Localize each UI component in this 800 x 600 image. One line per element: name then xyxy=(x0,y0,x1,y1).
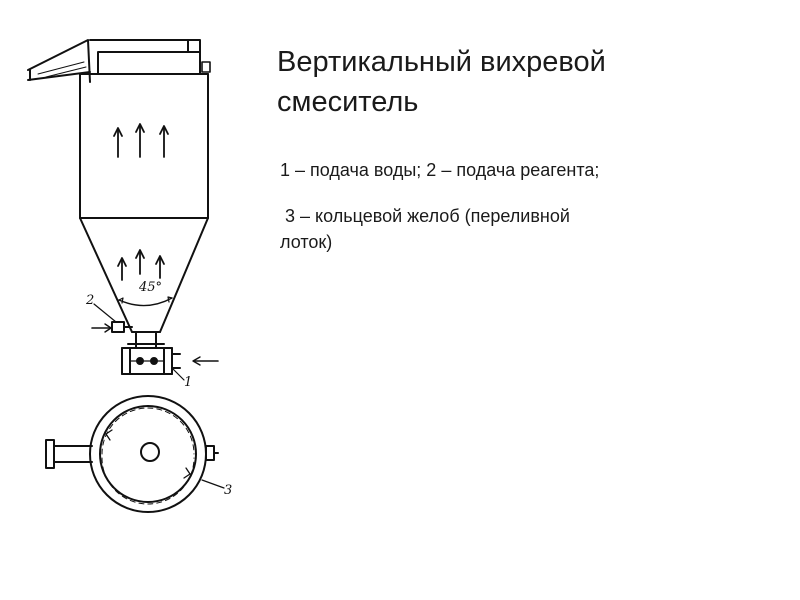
cylinder-body xyxy=(79,73,209,219)
callout-1: 1 xyxy=(184,375,192,390)
slide-title: Вертикальный вихревой смеситель xyxy=(277,42,777,122)
top-ring-trough xyxy=(79,39,211,75)
callout-3: 3 xyxy=(224,483,232,498)
legend-line-1: 1 – подача воды; 2 – подача реагента; xyxy=(280,160,600,180)
vortex-mixer-drawing: 45° 2 1 3 xyxy=(27,39,232,513)
slide-title-line-2: смеситель xyxy=(277,86,419,118)
upflow-arrows xyxy=(113,123,169,158)
angle-mark xyxy=(118,296,173,307)
plan-view-ring xyxy=(45,395,225,513)
legend-line-2b: лоток) xyxy=(280,232,333,252)
legend-line-2: 3 – кольцевой желоб (переливной лоток) xyxy=(280,203,720,255)
legend-line-2a: 3 – кольцевой желоб (переливной xyxy=(280,206,570,226)
slide-title-line-1: Вертикальный вихревой xyxy=(277,46,606,78)
callout-2: 2 xyxy=(85,293,94,308)
water-inlet-tee xyxy=(121,331,219,381)
angle-label: 45° xyxy=(138,280,162,295)
cone-section xyxy=(79,217,209,333)
reagent-inlet xyxy=(91,303,133,333)
cone-flow-arrows xyxy=(117,249,165,281)
